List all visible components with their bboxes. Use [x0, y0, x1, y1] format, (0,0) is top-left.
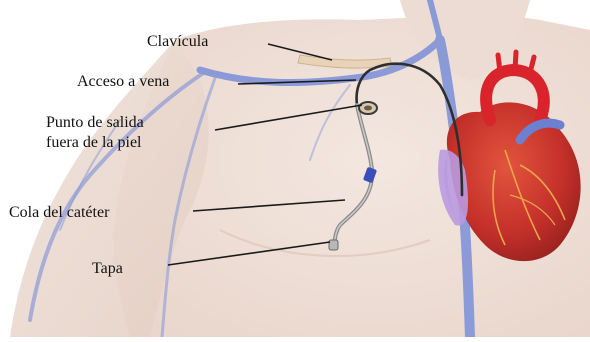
label-punto-de-salida-line2: fuera de la piel	[46, 133, 144, 153]
label-clavicula: Clavícula	[147, 32, 208, 52]
label-punto-de-salida-line1: Punto de salida	[46, 113, 144, 133]
label-punto-de-salida: Punto de salida fuera de la piel	[46, 113, 144, 153]
label-tapa: Tapa	[92, 259, 123, 279]
catheter-cap	[329, 240, 338, 250]
label-acceso-a-vena: Acceso a vena	[77, 72, 169, 92]
label-cola-del-cateter: Cola del catéter	[9, 203, 109, 223]
